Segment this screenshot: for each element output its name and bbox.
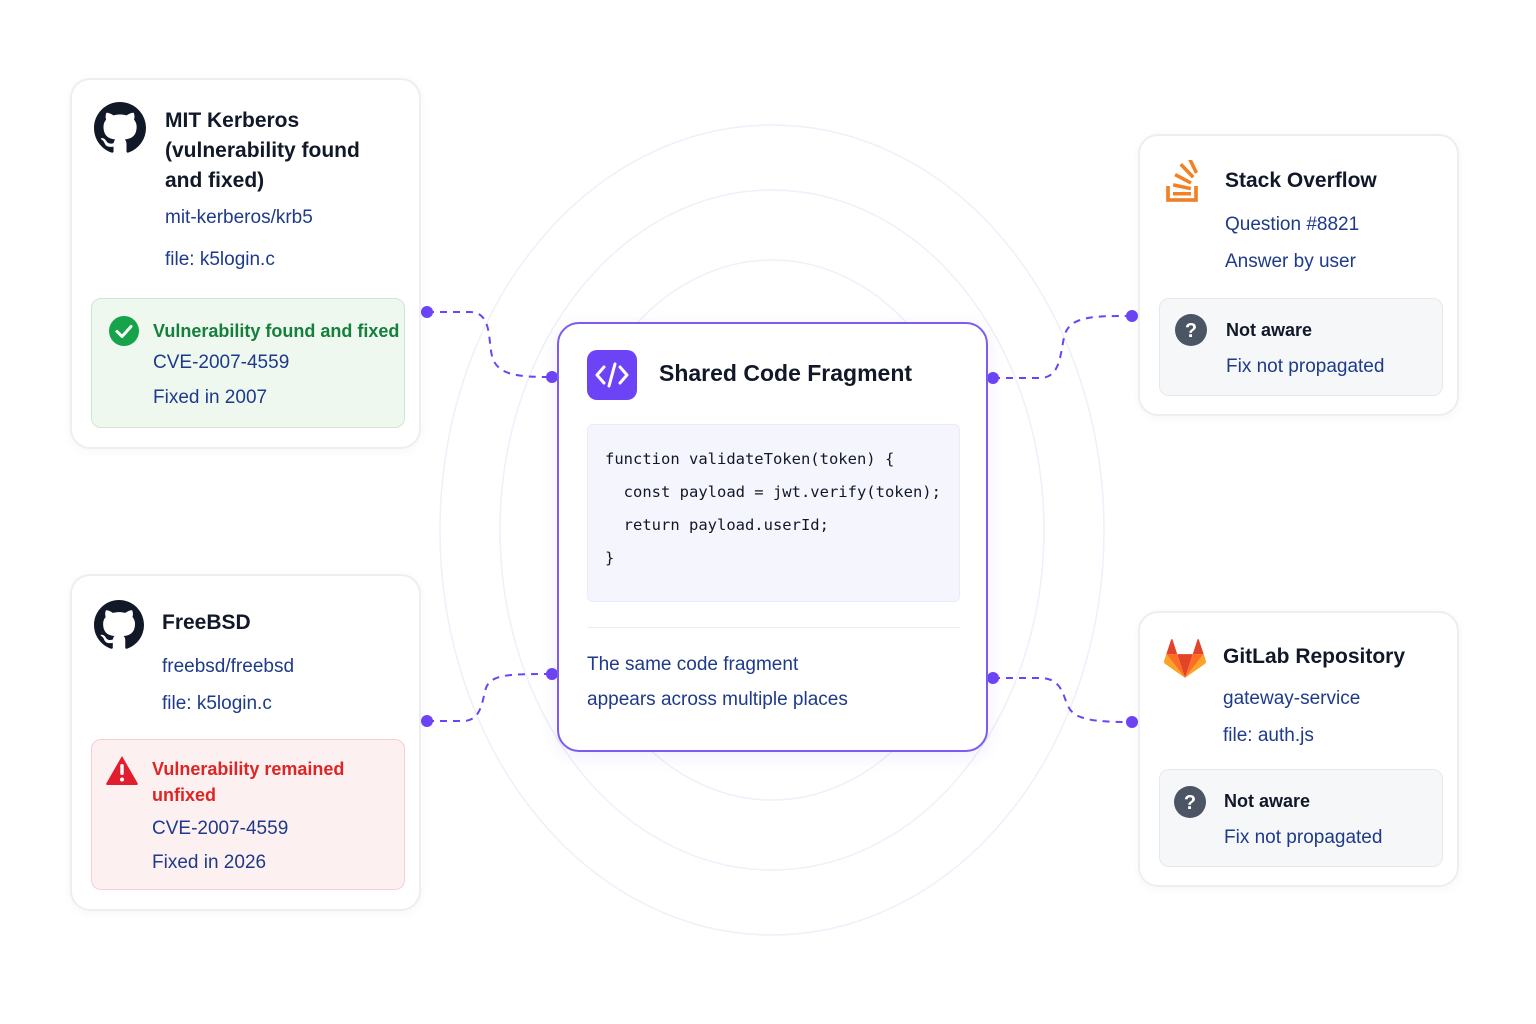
svg-text:?: ?: [1185, 320, 1197, 342]
cve-id: CVE-2007-4559: [153, 352, 290, 373]
gitlab-icon: [1164, 639, 1206, 678]
center-title: Shared Code Fragment: [659, 360, 913, 386]
answer-link[interactable]: Answer by user: [1225, 251, 1356, 272]
file-link[interactable]: file: k5login.c: [162, 693, 272, 714]
repo-link[interactable]: mit-kerberos/krb5: [165, 207, 313, 228]
center-description: appears across multiple places: [587, 689, 848, 710]
cve-id: CVE-2007-4559: [152, 818, 289, 839]
question-circle-icon: ?: [1174, 786, 1206, 818]
code-snippet: function validateToken(token) { const pa…: [587, 424, 960, 602]
repo-link[interactable]: freebsd/freebsd: [162, 656, 295, 677]
connector-dot: [1126, 716, 1138, 728]
stackoverflow-card: Stack Overflow Question #8821 Answer by …: [1138, 134, 1459, 416]
svg-text:?: ?: [1184, 792, 1196, 814]
status-heading: Not aware: [1226, 320, 1313, 340]
status-unknown-panel: ? Not aware Fix not propagated: [1159, 769, 1443, 867]
connectors: [427, 311, 1132, 723]
question-link[interactable]: Question #8821: [1225, 214, 1360, 235]
status-unfixed-panel: Vulnerability remained unfixed CVE-2007-…: [91, 739, 405, 890]
repo-link[interactable]: gateway-service: [1223, 688, 1361, 709]
file-link[interactable]: file: auth.js: [1223, 725, 1314, 746]
code-glyph: [595, 362, 629, 388]
code-line: }: [605, 549, 615, 567]
status-heading: Not aware: [1224, 791, 1311, 811]
code-icon: [587, 350, 637, 400]
center-description: The same code fragment: [587, 654, 799, 675]
status-note: Fix not propagated: [1226, 356, 1385, 377]
code-line: return payload.userId;: [605, 516, 829, 534]
connector-dot: [421, 306, 433, 318]
card-title: FreeBSD: [162, 611, 251, 634]
status-heading: Vulnerability found and fixed: [153, 321, 400, 341]
warning-triangle-icon: [106, 756, 138, 785]
connector-dot: [546, 371, 558, 383]
status-fixed-panel: Vulnerability found and fixed CVE-2007-4…: [91, 298, 405, 428]
github-icon: [94, 600, 144, 649]
connector-dot: [421, 715, 433, 727]
gitlab-card: GitLab Repository gateway-service file: …: [1138, 611, 1459, 887]
fixed-year: Fixed in 2007: [153, 387, 268, 408]
status-heading: Vulnerability remained unfixed: [152, 759, 345, 805]
status-unknown-panel: ? Not aware Fix not propagated: [1159, 298, 1443, 396]
github-icon: [94, 102, 146, 153]
stackoverflow-icon: [1166, 160, 1199, 202]
card-title: GitLab Repository: [1223, 645, 1406, 668]
freebsd-card: FreeBSD freebsd/freebsd file: k5login.c …: [70, 574, 421, 911]
file-link[interactable]: file: k5login.c: [165, 249, 275, 270]
divider: [587, 627, 960, 628]
connector-dot: [987, 672, 999, 684]
connector-dot: [987, 372, 999, 384]
check-circle-icon: [109, 316, 139, 346]
shared-code-card: Shared Code Fragment function validateTo…: [557, 322, 988, 752]
card-title: Stack Overflow: [1225, 169, 1377, 192]
status-note: Fix not propagated: [1224, 827, 1383, 848]
kerberos-card: MIT Kerberos (vulnerability found and fi…: [70, 78, 421, 449]
card-title: MIT Kerberos (vulnerability found and fi…: [165, 109, 360, 192]
fixed-year: Fixed in 2026: [152, 852, 267, 873]
connector-dot: [1126, 310, 1138, 322]
code-line: function validateToken(token) {: [605, 450, 895, 468]
question-circle-icon: ?: [1175, 314, 1207, 346]
connector-dot: [546, 668, 558, 680]
code-line: const payload = jwt.verify(token);: [605, 483, 941, 501]
